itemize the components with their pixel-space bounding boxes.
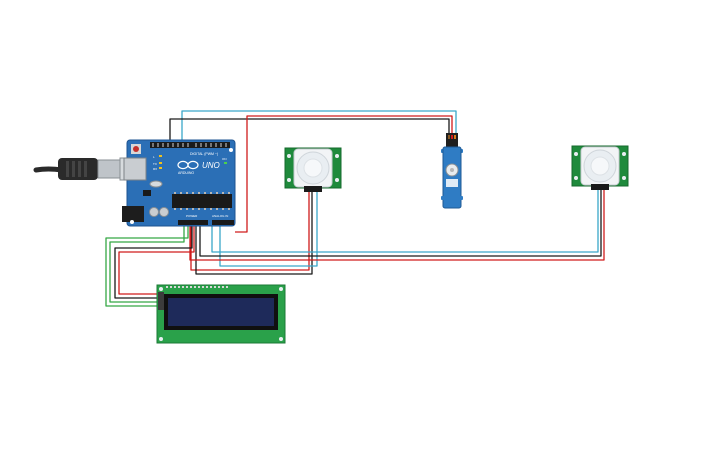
wire-servo-red[interactable] xyxy=(246,115,453,142)
lcd-screen xyxy=(168,298,274,326)
pir-sensor-2[interactable] xyxy=(571,145,629,190)
wire-pir2-black[interactable] xyxy=(199,190,602,257)
wire-lcd-green-2[interactable] xyxy=(109,226,185,303)
wire-pir2-cyan[interactable] xyxy=(211,190,599,253)
wire-pir1-cyan[interactable] xyxy=(219,192,318,267)
wire-servo-black[interactable] xyxy=(169,118,450,142)
on-label: ON xyxy=(222,157,227,161)
atmega-chip xyxy=(172,194,232,208)
board-brand: UNO xyxy=(202,161,220,170)
power-header[interactable] xyxy=(178,220,208,225)
analog-header[interactable] xyxy=(212,220,234,225)
tx-label: TX xyxy=(153,162,157,166)
rx-label: RX xyxy=(153,167,157,171)
wires xyxy=(105,110,605,307)
arduino-uno-board[interactable]: DIGITAL (PWM ~) UNO ARDUINO L TX RX ON xyxy=(122,139,236,227)
digital-header[interactable] xyxy=(150,142,230,148)
wire-servo-cyan[interactable] xyxy=(181,110,457,142)
arduino-logo-icon xyxy=(177,160,199,170)
l-label: L xyxy=(153,155,155,159)
pir-sensor-1[interactable] xyxy=(284,147,342,192)
servo-motor-icon[interactable] xyxy=(441,133,463,209)
wire-power-red-side[interactable] xyxy=(235,142,248,233)
wire-pir2-red[interactable] xyxy=(189,190,605,261)
power-label: POWER xyxy=(186,214,198,218)
wire-lcd-black[interactable] xyxy=(114,226,193,299)
wire-lcd-green-1[interactable] xyxy=(105,226,189,307)
reset-button[interactable] xyxy=(131,144,141,154)
board-subtitle: ARDUINO xyxy=(178,171,194,175)
wire-lcd-red[interactable] xyxy=(118,226,195,295)
wire-pir1-black[interactable] xyxy=(195,192,313,275)
digital-label: DIGITAL (PWM ~) xyxy=(190,152,218,156)
lcd-16x2-icon[interactable] xyxy=(156,284,286,344)
analog-label: ANALOG IN xyxy=(212,214,228,218)
